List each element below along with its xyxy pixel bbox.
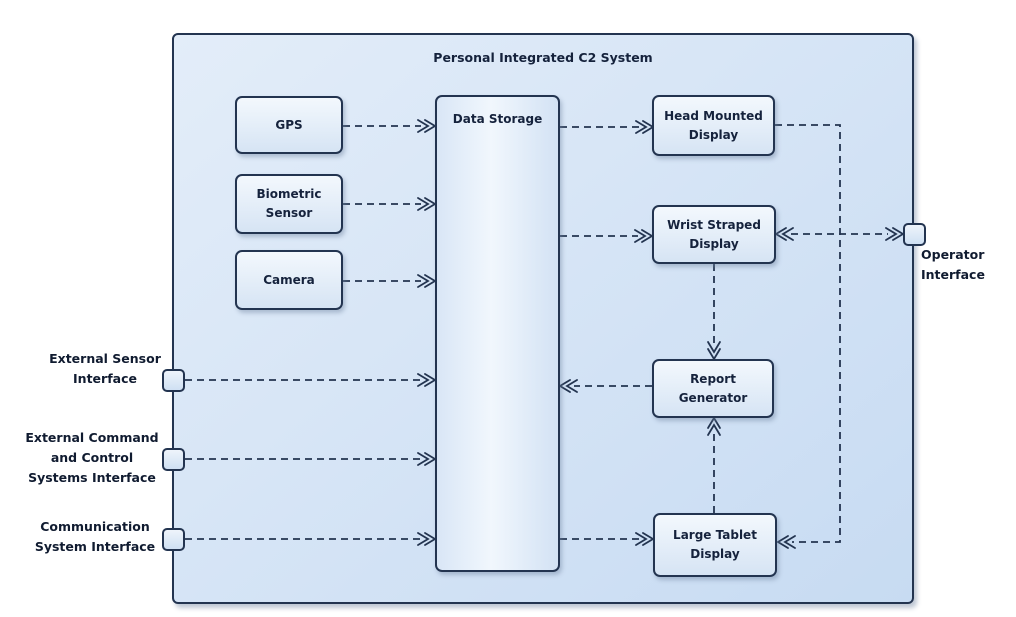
block-wrist-straped-display: Wrist Straped Display: [652, 205, 776, 264]
block-camera-label: Camera: [263, 272, 315, 287]
port-external-command-interface: [162, 448, 185, 471]
block-report-generator-label-line2: Generator: [678, 390, 748, 405]
block-large-tablet-display-label-line2: Display: [690, 547, 740, 561]
label-external-command-interface: External Command and Control Systems Int…: [21, 428, 163, 488]
label-operator-interface: Operator Interface: [921, 245, 1011, 285]
label-external-sensor-line1: External Sensor: [49, 351, 161, 366]
block-wrist-straped-display-label-line2: Display: [689, 236, 739, 251]
block-large-tablet-display: Large Tablet Display: [653, 513, 777, 577]
label-operator-line2: Interface: [921, 267, 985, 282]
block-biometric-sensor-label-line1: Biometric: [256, 187, 322, 201]
block-biometric-sensor: Biometric Sensor: [235, 174, 343, 234]
block-report-generator-label-line1: Report: [690, 371, 736, 386]
block-gps-label: GPS: [275, 117, 303, 132]
label-external-sensor-line2: Interface: [73, 371, 137, 386]
block-gps: GPS: [235, 96, 343, 154]
label-communication-interface: Communication System Interface: [25, 517, 165, 557]
port-communication-interface: [162, 528, 185, 551]
label-external-command-line3: Systems Interface: [28, 470, 156, 485]
block-report-generator: Report Generator: [652, 359, 774, 418]
label-communication-line2: System Interface: [34, 539, 156, 554]
block-data-storage: Data Storage: [435, 95, 560, 572]
block-head-mounted-display: Head Mounted Display: [652, 95, 775, 156]
label-communication-line1: Communication: [40, 519, 150, 534]
block-large-tablet-display-label-line1: Large Tablet: [673, 528, 757, 542]
port-operator-interface: [903, 223, 926, 246]
label-operator-line1: Operator: [921, 247, 985, 262]
block-biometric-sensor-label-line2: Sensor: [265, 206, 313, 220]
block-head-mounted-display-label-line1: Head Mounted: [664, 108, 763, 123]
label-external-command-line1: External Command: [25, 430, 159, 445]
port-external-sensor-interface: [162, 369, 185, 392]
label-external-sensor-interface: External Sensor Interface: [35, 349, 175, 389]
block-wrist-straped-display-label-line1: Wrist Straped: [667, 217, 761, 232]
label-external-command-line2: and Control: [50, 450, 134, 465]
diagram-title: Personal Integrated C2 System: [433, 50, 653, 65]
block-data-storage-label: Data Storage: [452, 112, 543, 126]
block-camera: Camera: [235, 250, 343, 310]
block-head-mounted-display-label-line2: Display: [688, 127, 739, 142]
